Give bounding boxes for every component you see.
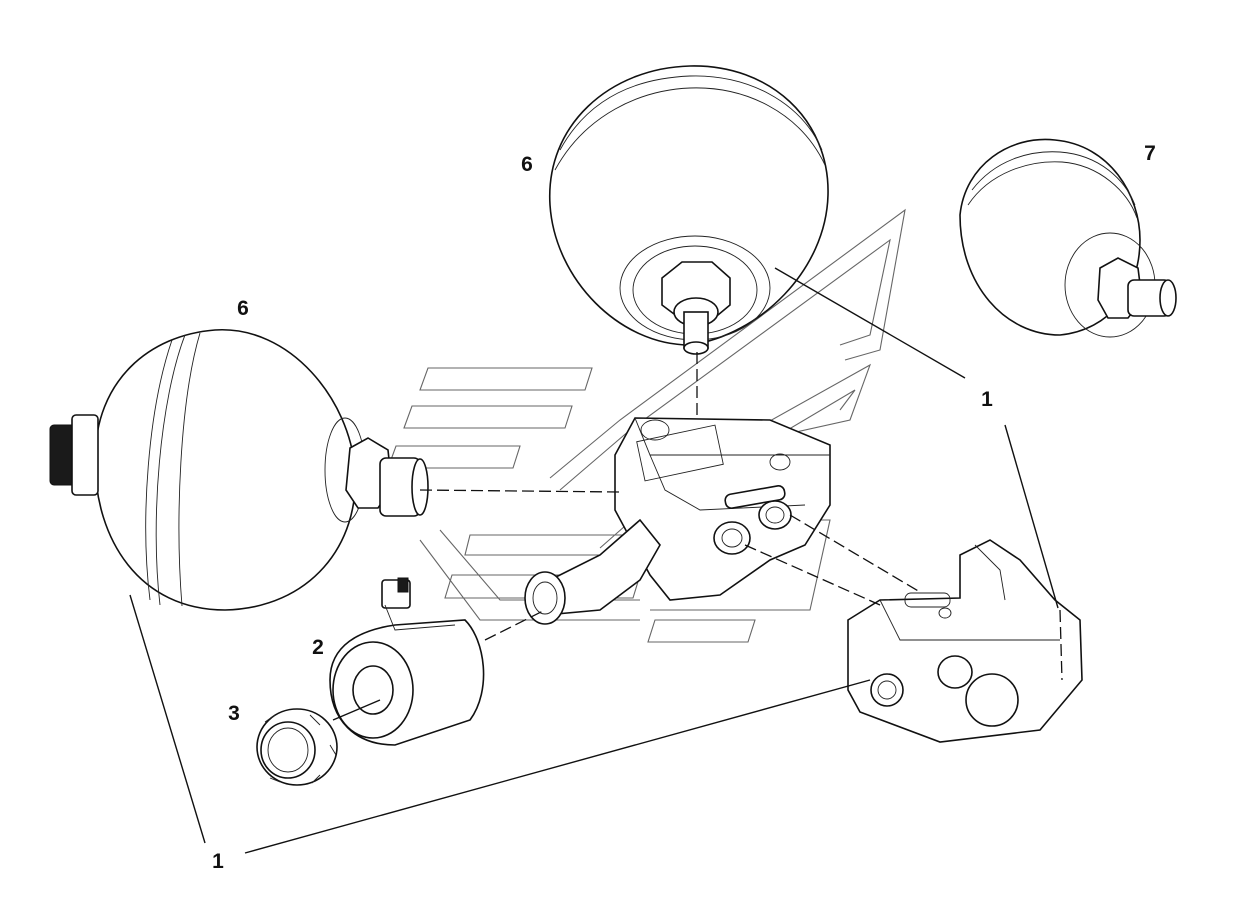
callout-3: 3	[228, 702, 240, 725]
callout-7: 7	[1144, 142, 1156, 165]
top-accumulator	[549, 65, 829, 355]
leader-lines	[129, 267, 1059, 854]
callout-6-top: 6	[521, 153, 533, 176]
right-valve-block	[847, 539, 1083, 743]
small-accumulator	[959, 138, 1177, 338]
valve-block	[524, 417, 831, 625]
callout-1-bottom: 1	[212, 850, 224, 873]
callout-6-left: 6	[237, 297, 249, 320]
assembly-lines	[332, 352, 1063, 721]
callout-1-right: 1	[981, 388, 993, 411]
solenoid-coil	[329, 577, 485, 746]
coil-nut	[256, 708, 338, 786]
callout-2: 2	[312, 636, 324, 659]
callout-labels: 6 7 6 2 3 1 1	[212, 142, 1156, 873]
left-accumulator	[49, 329, 429, 611]
